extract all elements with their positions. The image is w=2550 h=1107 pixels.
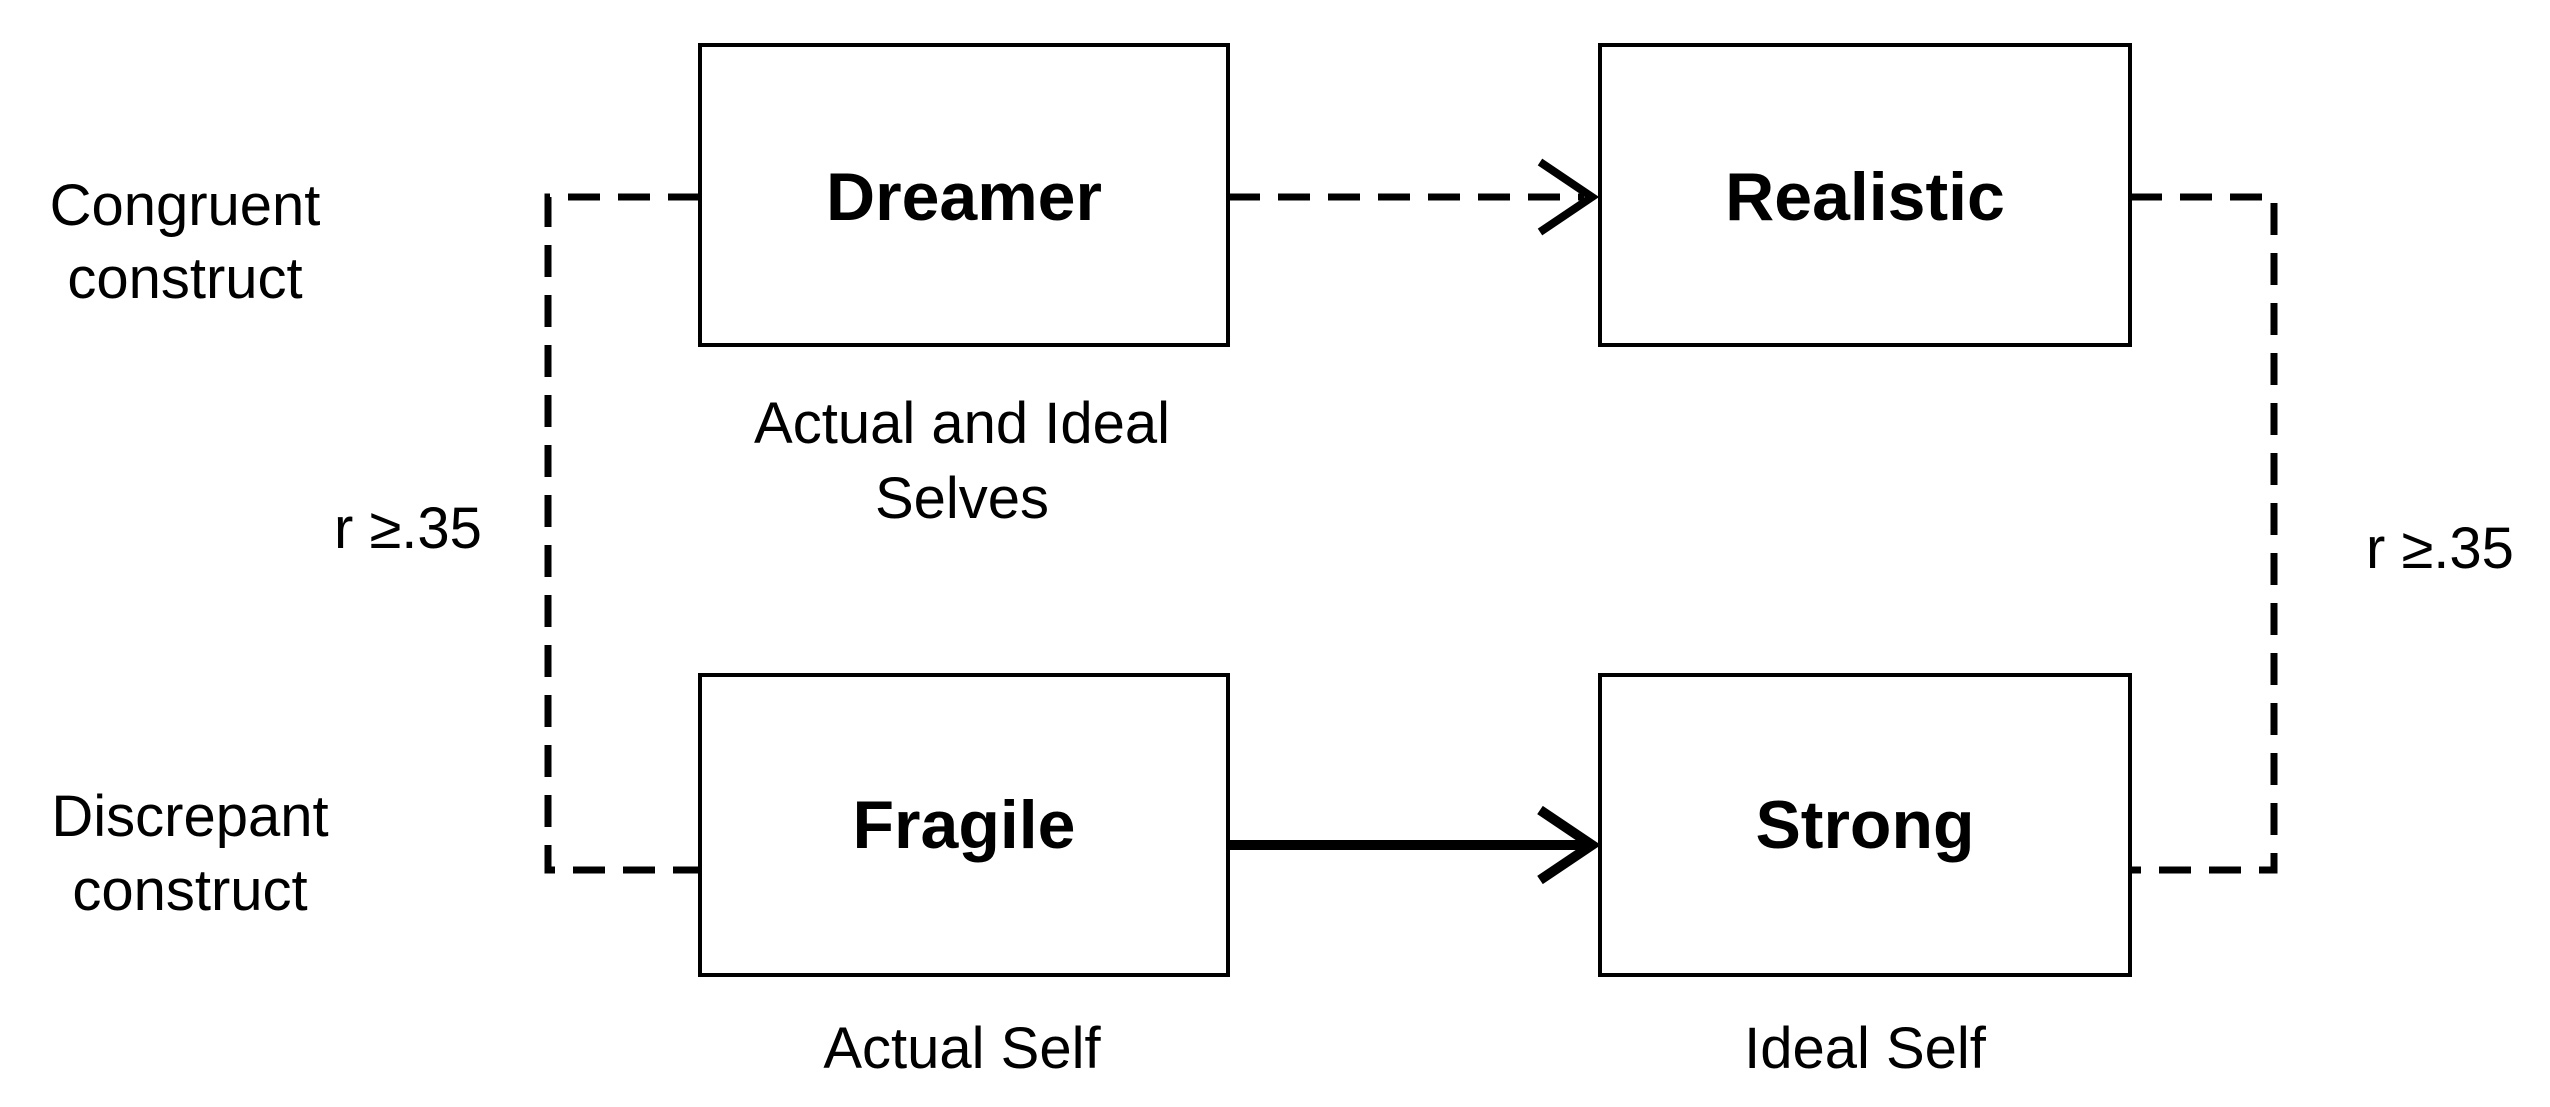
discrepant-label-line-1: Discrepant — [51, 784, 328, 849]
congruent-label-line-1: Congruent — [50, 173, 321, 238]
dreamer-caption-line-1: Actual and Ideal — [754, 391, 1170, 456]
strong-title: Strong — [1755, 787, 1974, 863]
congruent-label-line-2: construct — [67, 246, 302, 311]
dreamer-title: Dreamer — [826, 159, 1102, 235]
left-correlation-label: r ≥.35 — [334, 496, 482, 561]
fragile-caption: Actual Self — [823, 1016, 1101, 1081]
dreamer-to-realistic-arrowhead — [1537, 158, 1600, 236]
right-dashed-connector — [2130, 193, 2278, 874]
realistic-title: Realistic — [1725, 159, 2005, 235]
fragile-box — [698, 673, 1230, 977]
strong-box — [1598, 673, 2132, 977]
realistic-box — [1598, 43, 2132, 347]
fragile-title: Fragile — [853, 787, 1076, 863]
fragile-to-strong-arrowhead — [1537, 805, 1601, 885]
left-dashed-connector — [544, 193, 700, 874]
right-correlation-label: r ≥.35 — [2366, 516, 2514, 581]
dreamer-box — [698, 43, 1230, 347]
discrepant-label-line-2: construct — [72, 858, 307, 923]
strong-caption: Ideal Self — [1744, 1016, 1987, 1081]
dreamer-caption-line-2: Selves — [875, 466, 1049, 531]
